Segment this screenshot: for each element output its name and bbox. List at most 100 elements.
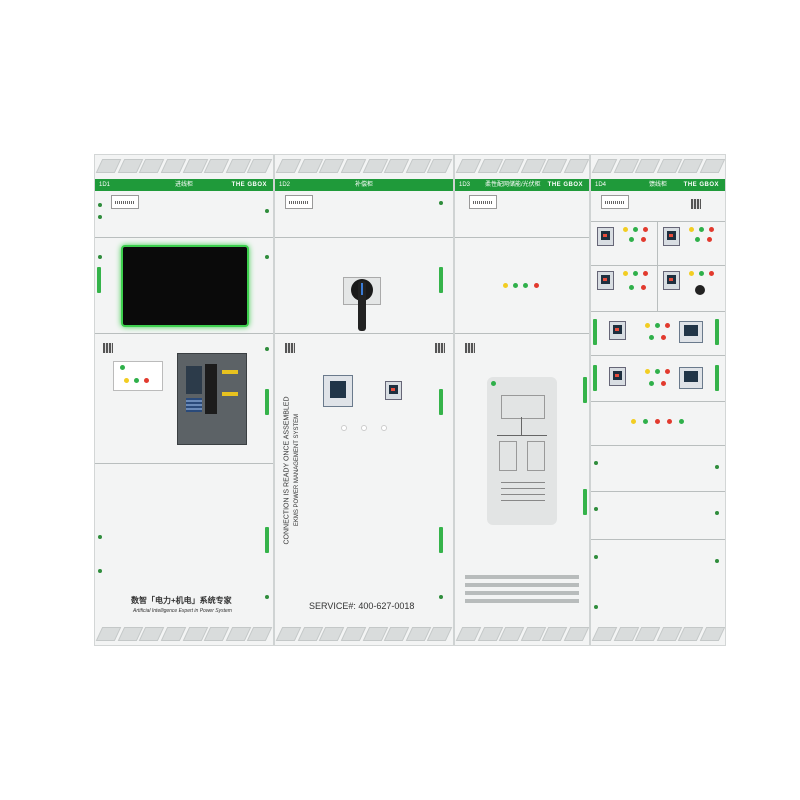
status-light-bar — [97, 267, 101, 293]
panel-divider-vertical — [657, 221, 658, 311]
cabinet-header-bar: 1D1 进线柜 THE GBOX — [95, 179, 273, 191]
panel-divider — [591, 539, 725, 540]
feeder-meter — [597, 271, 614, 290]
cabinet-header-bar: 1D2 补偿柜 — [275, 179, 453, 191]
hinge-dot — [265, 595, 269, 599]
hinge-dot — [594, 555, 598, 559]
cabinet-name: 馈线柜 — [648, 182, 667, 188]
indicator-lamp-red — [665, 369, 670, 374]
status-light-bar — [439, 267, 443, 293]
indicator-lamp-red — [655, 419, 660, 424]
breaker-handle[interactable] — [205, 364, 217, 414]
indicator-lamp-green — [629, 285, 634, 290]
single-line-diagram-panel — [487, 377, 557, 525]
nameplate — [601, 195, 629, 209]
indicator-lamp-red — [667, 419, 672, 424]
hinge-dot — [98, 203, 102, 207]
diagram-transformer-symbol — [501, 395, 545, 419]
air-circuit-breaker[interactable] — [177, 353, 247, 445]
breaker-display — [186, 366, 202, 394]
hinge-dot — [98, 255, 102, 259]
hinge-dot — [594, 507, 598, 511]
nameplate — [285, 195, 313, 209]
hinge-dot — [439, 201, 443, 205]
qr-code — [691, 199, 701, 209]
hinge-dot — [715, 465, 719, 469]
nameplate — [469, 195, 497, 209]
cabinet-1d4: 1D4 馈线柜 THE GBOX — [591, 155, 725, 645]
cabinet-name: 进线柜 — [174, 182, 193, 188]
switch-indicator — [361, 283, 363, 295]
qr-code — [103, 343, 113, 353]
hinge-dot — [98, 569, 102, 573]
indicator-lamp-red — [144, 378, 149, 383]
hinge-dot — [98, 215, 102, 219]
selector-knob[interactable] — [695, 285, 705, 295]
indicator-lamp-green — [699, 271, 704, 276]
indicator-lamp-yellow — [623, 227, 628, 232]
cabinet-number: 1D3 — [459, 182, 471, 188]
hinge-dot — [594, 461, 598, 465]
multifunction-meter — [679, 367, 703, 389]
status-light-bar — [715, 319, 719, 345]
panel-divider — [591, 355, 725, 356]
breaker-keypad[interactable] — [186, 398, 202, 412]
cabinet-name: 补偿柜 — [354, 182, 373, 188]
indicator-lamp-yellow — [689, 271, 694, 276]
indicator-lamp-red — [661, 381, 666, 386]
status-light-bar — [265, 527, 269, 553]
diagram-line — [521, 417, 522, 435]
indicator-lamp-green — [679, 419, 684, 424]
diagram-branch — [527, 441, 545, 471]
rotary-switch-handle[interactable] — [358, 281, 366, 331]
multifunction-meter — [679, 321, 703, 343]
cabinet-1d1: 1D1 进线柜 THE GBOX — [95, 155, 275, 645]
indicator-lamp-red — [665, 323, 670, 328]
status-light-bar — [593, 365, 597, 391]
brand-logo: THE GBOX — [547, 182, 583, 188]
top-vent — [95, 159, 273, 173]
panel-divider — [95, 333, 273, 334]
cabinet-number: 1D2 — [279, 182, 291, 188]
diagram-busbar — [497, 435, 547, 436]
indicator-lamp-yellow — [631, 419, 636, 424]
indicator-lamp-green — [633, 227, 638, 232]
brand-mark-icon — [120, 365, 125, 370]
panel-divider — [591, 265, 725, 266]
status-light-bar — [583, 489, 587, 515]
cabinet-header-bar: 1D3 柔性配网储能/光伏柜 THE GBOX — [455, 179, 589, 191]
panel-divider — [591, 445, 725, 446]
breaker-flag — [222, 370, 238, 374]
hinge-dot — [594, 605, 598, 609]
top-vent — [591, 159, 725, 173]
brand-logo: THE GBOX — [231, 182, 267, 188]
cabinet-number: 1D1 — [99, 182, 111, 188]
qr-code — [285, 343, 295, 353]
indicator-lamp-green — [523, 283, 528, 288]
hinge-dot — [265, 347, 269, 351]
vertical-slogan-1: CONNECTION IS READY ONCE ASSEMBLED — [283, 396, 291, 545]
indicator-lamp-yellow — [124, 378, 129, 383]
feeder-meter — [609, 367, 626, 386]
panel-divider — [591, 311, 725, 312]
indicator-dot — [361, 425, 367, 431]
panel-divider — [591, 401, 725, 402]
service-hotline: SERVICE#: 400-627-0018 — [309, 601, 415, 611]
indicator-lamp-yellow — [645, 323, 650, 328]
cabinet-name: 柔性配网储能/光伏柜 — [485, 182, 541, 188]
bottom-vent — [455, 627, 589, 641]
bottom-vent — [95, 627, 273, 641]
hinge-dot — [439, 595, 443, 599]
brand-mark-icon — [491, 381, 496, 386]
indicator-dot — [381, 425, 387, 431]
indicator-lamp-green — [655, 369, 660, 374]
feeder-meter — [597, 227, 614, 246]
breaker-flag — [222, 392, 238, 396]
indicator-lamp-red — [643, 271, 648, 276]
panel-divider — [275, 237, 453, 238]
brand-logo: THE GBOX — [683, 182, 719, 188]
indicator-lamp-red — [641, 285, 646, 290]
indicator-lamp-yellow — [645, 369, 650, 374]
indicator-lamp-red — [709, 271, 714, 276]
hmi-touch-screen[interactable] — [121, 245, 249, 327]
